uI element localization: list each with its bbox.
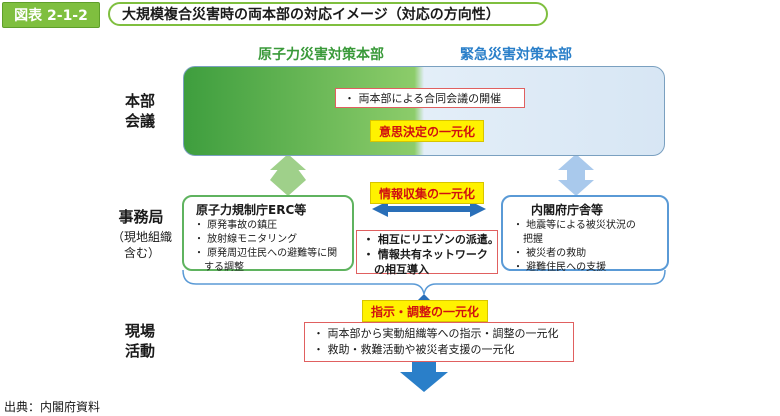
- figure-title: 大規模複合災害時の両本部の対応イメージ（対応の方向性）: [108, 2, 548, 26]
- cabinet-office-box: 内閣府庁舎等 ・ 地震等による被災状況の 把握 ・ 被災者の救助 ・ 避難住民へ…: [501, 195, 669, 273]
- command-unification-tag: 指示・調整の一元化: [362, 300, 488, 322]
- nuclear-office-list: ・ 原発事故の鎮圧 ・ 放射線モニタリング ・ 原発周辺住民への避難等に関 する…: [194, 220, 338, 273]
- figure-number: 図表 2-1-2: [2, 2, 100, 28]
- info-unification-tag: 情報収集の一元化: [370, 182, 484, 204]
- row-label-office-note: （現地組織 含む）: [111, 230, 172, 260]
- row-label-office: 事務局: [118, 208, 164, 226]
- column-label-emergency: 緊急災害対策本部: [460, 47, 572, 63]
- decision-unification-tag: 意思決定の一元化: [370, 120, 484, 142]
- horizontal-liaison-arrow: [385, 206, 473, 212]
- cabinet-office-list: ・ 地震等による被災状況の 把握 ・ 被災者の救助 ・ 避難住民への支援: [513, 220, 636, 273]
- row-label-field: 現場 活動: [124, 322, 155, 360]
- cabinet-office-title: 内閣府庁舎等: [531, 203, 604, 217]
- row-label-meeting: 本部 会議: [124, 92, 155, 130]
- joint-meeting-item: ・ 両本部による合同会議の開催: [335, 88, 525, 108]
- source-note: 出典：内閣府資料: [4, 400, 101, 414]
- joint-meeting-panel: [183, 66, 665, 156]
- field-activity-box: ・ 両本部から実動組織等への指示・調整の一元化 ・ 救助・救難活動や被災者支援の…: [304, 322, 574, 362]
- nuclear-office-title: 原子力規制庁ERC等: [196, 203, 307, 217]
- liaison-box: ・ 相互にリエゾンの派遣。 ・ 情報共有ネットワーク の相互導入: [356, 230, 499, 276]
- column-label-nuclear: 原子力災害対策本部: [258, 47, 384, 63]
- nuclear-office-box: 原子力規制庁ERC等 ・ 原発事故の鎮圧 ・ 放射線モニタリング ・ 原発周辺住…: [182, 195, 354, 273]
